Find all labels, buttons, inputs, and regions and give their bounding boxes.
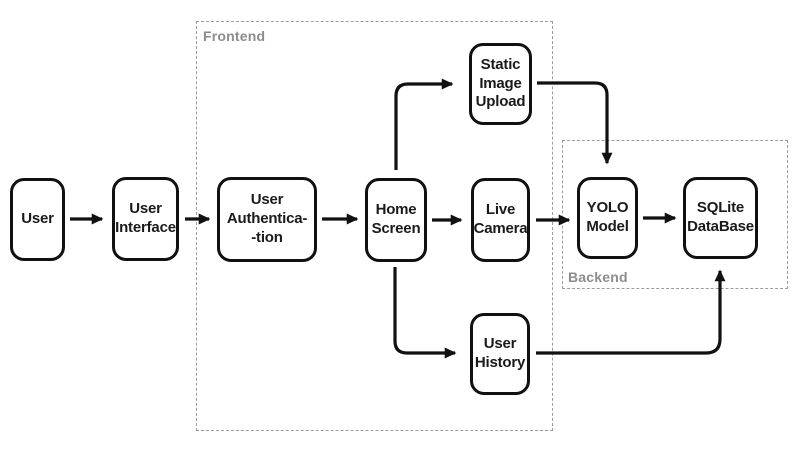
node-yolo-model: YOLO Model [577,177,638,259]
node-user-authentication: User Authentica- -tion [217,177,317,262]
frontend-group-box: Frontend [196,21,553,431]
node-sqlite-database: SQLite DataBase [683,177,758,259]
edge-static-image-upload-to-yolo-model [537,81,613,165]
node-user: User [10,178,65,261]
node-static-image-upload-label: Static Image Upload [475,55,526,111]
node-live-camera: Live Camera [471,178,530,262]
node-user-label: User [21,210,54,228]
node-user-history-label: User History [474,335,526,371]
node-static-image-upload: Static Image Upload [469,43,532,125]
node-user-authentication-label: User Authentica- -tion [226,191,308,246]
edge-user-history-to-sqlite-database [536,269,726,355]
edge-home-screen-to-static-image-upload [394,78,454,170]
node-home-screen: Home Screen [365,178,427,262]
node-user-interface-label: User Interface [115,200,176,236]
edge-home-screen-to-user-history [393,267,457,359]
node-home-screen-label: Home Screen [371,201,421,237]
node-sqlite-database-label: SQLite DataBase [687,199,754,235]
backend-group-box: Backend [562,140,788,289]
node-yolo-model-label: YOLO Model [586,199,629,235]
backend-group-label: Backend [568,269,628,285]
node-user-history: User History [470,313,530,395]
node-user-interface: User Interface [112,177,179,261]
node-live-camera-label: Live Camera [473,201,528,237]
frontend-group-label: Frontend [203,28,266,44]
